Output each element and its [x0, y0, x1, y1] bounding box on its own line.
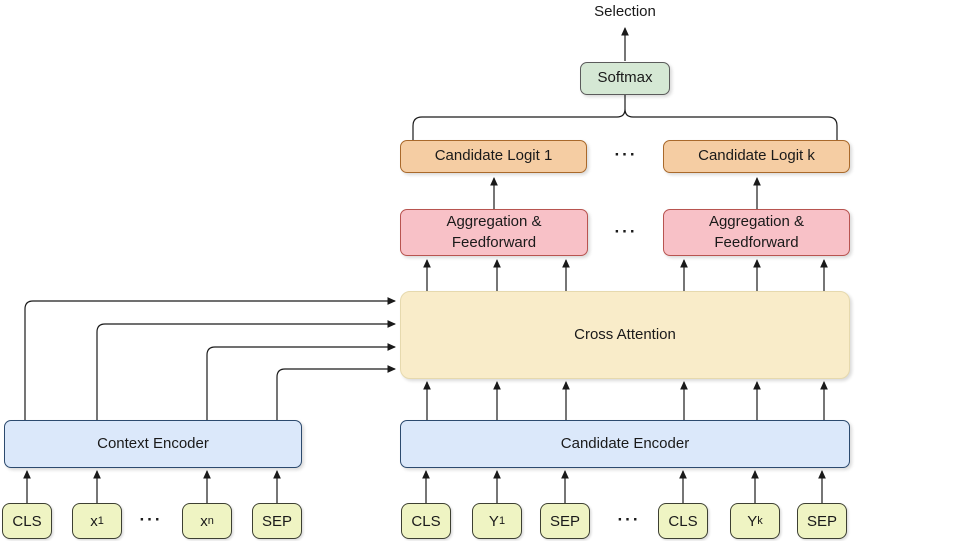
aggregation-line1: Aggregation & — [446, 213, 542, 231]
ellipsis-candidate-tokens: ··· — [617, 510, 641, 529]
arrows-candidatetokens-to-encoder — [422, 469, 826, 503]
ellipsis-logits: ··· — [614, 145, 638, 164]
softmax-box: Softmax — [580, 62, 670, 95]
token-candidate-sep-1: SEP — [540, 503, 590, 539]
arrows-crossattention-to-aggregation — [423, 258, 828, 291]
aggregation-line2: Feedforward — [714, 233, 799, 251]
aggregation-line1: Aggregation & — [708, 213, 805, 231]
token-candidate-cls-1: CLS — [401, 503, 451, 539]
candidate-encoder-box: Candidate Encoder — [400, 420, 850, 468]
candidate-logit-1-box: Candidate Logit 1 — [400, 140, 587, 173]
token-candidate-sep-k: SEP — [797, 503, 847, 539]
aggregation-feedforward-box-right: Aggregation & Feedforward — [663, 209, 850, 256]
candidate-logit-k-box: Candidate Logit k — [663, 140, 850, 173]
aggregation-line2: Feedforward — [451, 233, 537, 251]
ellipsis-aggregation: ··· — [614, 222, 638, 241]
token-context-cls: CLS — [2, 503, 52, 539]
bracket-logits-to-softmax — [412, 95, 838, 140]
arrows-aggregation-to-logits — [490, 176, 761, 209]
arrows-contextencoder-to-crossattention — [24, 297, 397, 420]
context-encoder-box: Context Encoder — [4, 420, 302, 468]
token-candidate-cls-k: CLS — [658, 503, 708, 539]
arrows-candidateencoder-to-crossattention — [423, 380, 828, 420]
selection-label: Selection — [594, 3, 656, 20]
token-context-sep: SEP — [252, 503, 302, 539]
cross-attention-box: Cross Attention — [400, 291, 850, 379]
ellipsis-context-tokens: ··· — [139, 510, 163, 529]
arrows-contexttokens-to-encoder — [23, 469, 281, 503]
aggregation-feedforward-box-left: Aggregation & Feedforward — [400, 209, 588, 256]
